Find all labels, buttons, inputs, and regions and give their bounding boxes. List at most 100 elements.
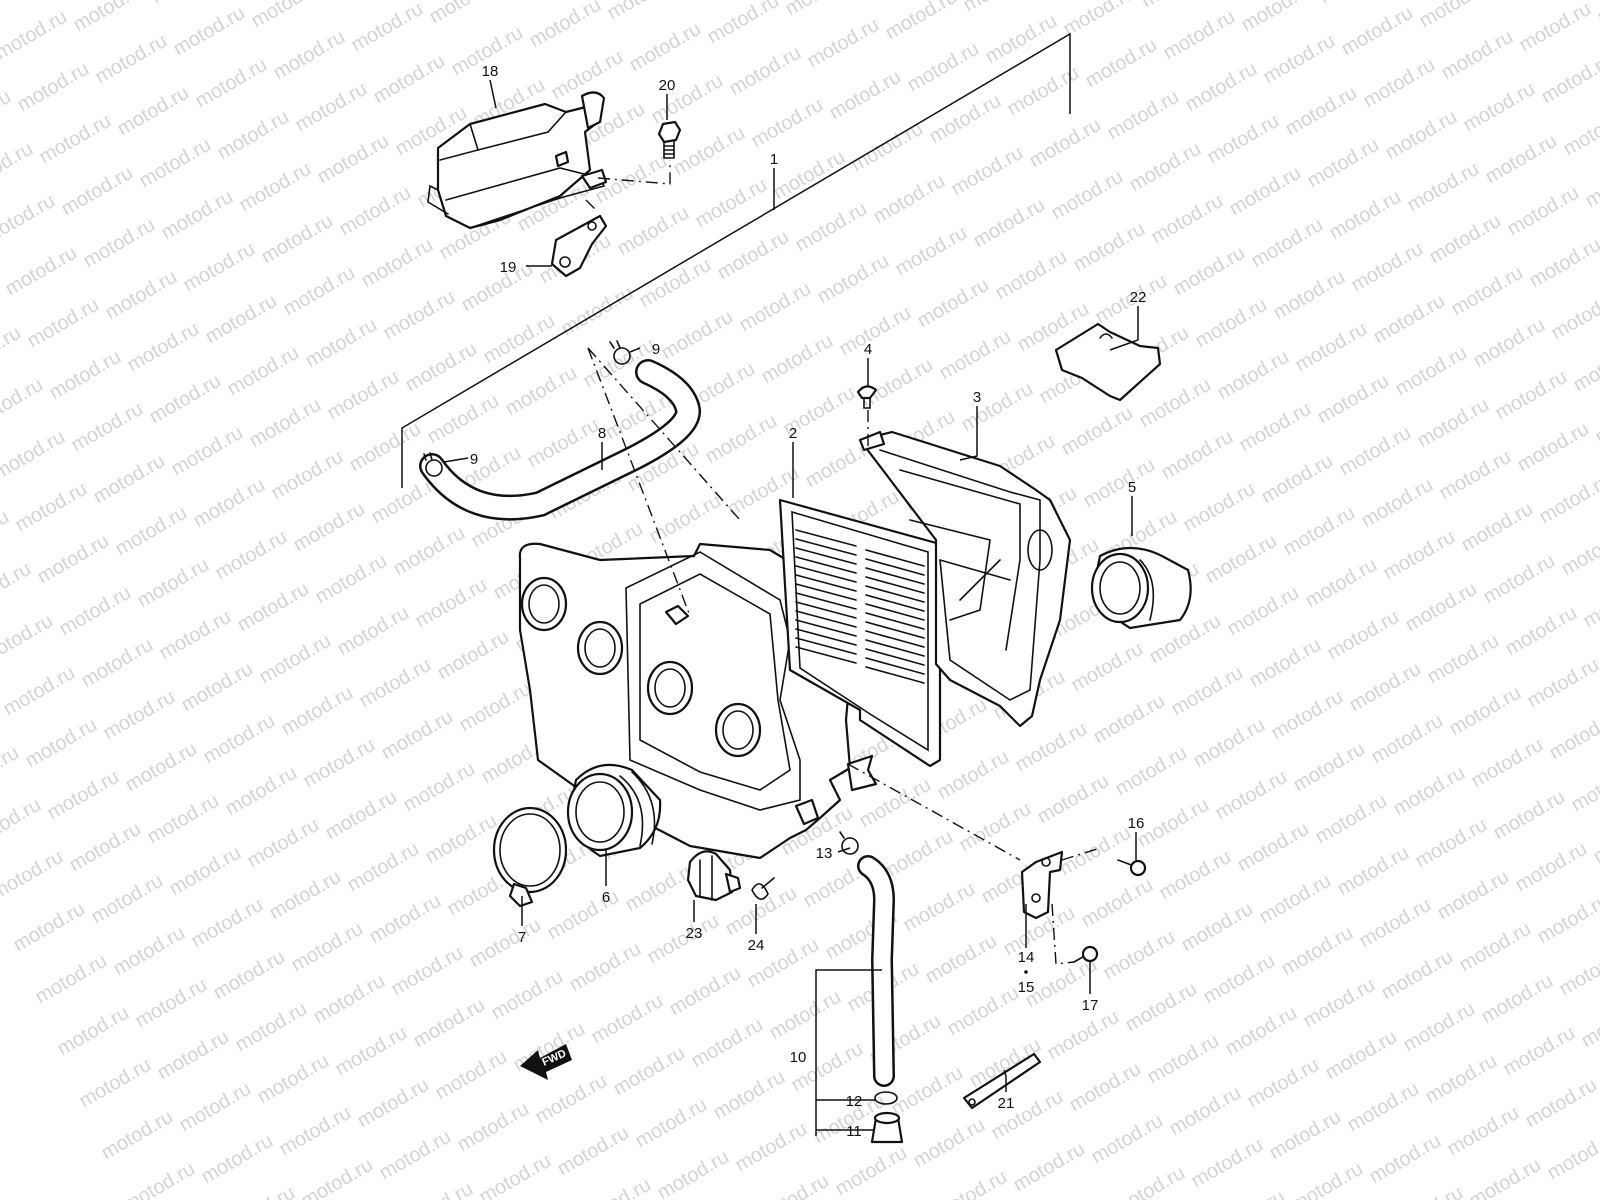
watermark-text: motod.ru bbox=[422, 810, 501, 869]
watermark-text: motod.ru bbox=[544, 886, 623, 945]
watermark-text: motod.ru bbox=[1304, 134, 1383, 193]
watermark-text: motod.ru bbox=[146, 370, 225, 429]
watermark-text: motod.ru bbox=[378, 706, 457, 765]
watermark-text: motod.ru bbox=[1134, 794, 1213, 853]
watermark-text: motod.ru bbox=[1466, 1154, 1545, 1200]
callout-2: 2 bbox=[789, 425, 797, 442]
watermark-text: motod.ru bbox=[1280, 502, 1359, 561]
watermark-text: motod.ru bbox=[102, 266, 181, 325]
watermark-text: motod.ru bbox=[34, 530, 113, 589]
watermark-text: motod.ru bbox=[1578, 994, 1600, 1053]
watermark-text: motod.ru bbox=[632, 1094, 711, 1153]
part-8-breather-hose bbox=[419, 359, 701, 521]
watermark-text: motod.ru bbox=[1594, 0, 1600, 28]
callout-3: 3 bbox=[973, 389, 981, 406]
part-14-bracket bbox=[1020, 850, 1064, 920]
watermark-text: motod.ru bbox=[754, 1170, 833, 1200]
watermark-text: motod.ru bbox=[232, 998, 311, 1057]
watermark-text: motod.ru bbox=[366, 890, 445, 949]
filter-pleat bbox=[865, 657, 925, 675]
watermark-text: motod.ru bbox=[336, 182, 415, 241]
watermark-text: motod.ru bbox=[1580, 574, 1600, 633]
watermark-text: motod.ru bbox=[14, 58, 93, 117]
watermark-text: motod.ru bbox=[1388, 1182, 1467, 1200]
callout-11: 11 bbox=[846, 1123, 862, 1140]
watermark-text: motod.ru bbox=[782, 0, 861, 20]
watermark-text: motod.ru bbox=[300, 734, 379, 793]
part-3-air-cleaner-cover bbox=[858, 430, 1072, 728]
watermark-text: motod.ru bbox=[1490, 786, 1569, 845]
filter-pleat bbox=[865, 666, 925, 684]
watermark-text: motod.ru bbox=[704, 0, 783, 48]
watermark-text: motod.ru bbox=[932, 1166, 1011, 1200]
watermark-text: motod.ru bbox=[1248, 214, 1327, 273]
part-2-air-filter-element bbox=[778, 498, 942, 768]
part-10-drain-hose bbox=[857, 855, 896, 1087]
watermark-text: motod.ru bbox=[1080, 454, 1159, 513]
watermark-text: motod.ru bbox=[488, 966, 567, 1025]
watermark-text: motod.ru bbox=[1402, 578, 1481, 637]
watermark-text: motod.ru bbox=[1256, 870, 1335, 929]
watermark-text: motod.ru bbox=[1448, 262, 1527, 321]
watermark-text: motod.ru bbox=[256, 630, 335, 689]
watermark-text: motod.ru bbox=[1522, 1074, 1600, 1133]
watermark-text: motod.ru bbox=[1356, 894, 1435, 953]
part-23-cap bbox=[686, 850, 742, 902]
callout-6: 6 bbox=[602, 889, 610, 906]
watermark-text: motod.ru bbox=[1426, 210, 1505, 269]
watermark-text: motod.ru bbox=[982, 10, 1061, 69]
watermark-text: motod.ru bbox=[788, 1038, 867, 1097]
watermark-text: motod.ru bbox=[1478, 970, 1557, 1029]
watermark-text: motod.ru bbox=[1504, 182, 1583, 241]
watermark-text: motod.ru bbox=[200, 710, 279, 769]
watermark-text: motod.ru bbox=[400, 758, 479, 817]
watermark-text: motod.ru bbox=[278, 682, 357, 741]
callout-labels: 1 2 3 4 5 6 7 8 9 9 10 11 12 13 14 15 16… bbox=[470, 63, 1147, 1140]
watermark-text: motod.ru bbox=[1482, 130, 1561, 189]
watermark-text: motod.ru bbox=[144, 790, 223, 849]
watermark-text: motod.ru bbox=[814, 250, 893, 309]
watermark-text: motod.ru bbox=[1144, 1030, 1223, 1089]
watermark-text: motod.ru bbox=[154, 1026, 233, 1085]
watermark-text: motod.ru bbox=[80, 214, 159, 273]
watermark-text: motod.ru bbox=[1082, 34, 1161, 93]
watermark-text: motod.ru bbox=[610, 1042, 689, 1101]
part-13-hose-clamp bbox=[839, 831, 859, 855]
watermark-text: motod.ru bbox=[1458, 498, 1537, 557]
watermark-text: motod.ru bbox=[892, 222, 971, 281]
watermark-text: motod.ru bbox=[122, 738, 201, 797]
watermark-text: motod.ru bbox=[588, 990, 667, 1049]
watermark-text: motod.ru bbox=[0, 690, 1, 749]
leader-lines bbox=[443, 79, 1139, 1136]
watermark-text: motod.ru bbox=[1346, 658, 1425, 717]
part-21-strap bbox=[962, 1052, 1042, 1110]
watermark-text: motod.ru bbox=[1012, 718, 1091, 777]
watermark-text: motod.ru bbox=[0, 190, 59, 249]
watermark-text: motod.ru bbox=[290, 498, 369, 557]
filter-pleat bbox=[865, 567, 925, 585]
watermark-text: motod.ru bbox=[1078, 874, 1157, 933]
watermark-text: motod.ru bbox=[176, 1078, 255, 1137]
watermark-text: motod.ru bbox=[1412, 814, 1491, 873]
watermark-text: motod.ru bbox=[646, 490, 725, 549]
watermark-text: motod.ru bbox=[1058, 402, 1137, 461]
watermark-text: motod.ru bbox=[1214, 346, 1293, 405]
watermark-text: motod.ru bbox=[1302, 554, 1381, 613]
watermark-text: motod.ru bbox=[732, 1118, 811, 1177]
watermark-text: motod.ru bbox=[1060, 0, 1139, 40]
part-9-clamp-upper bbox=[609, 340, 631, 365]
watermark-text: motod.ru bbox=[736, 278, 815, 337]
filter-pleat bbox=[795, 601, 857, 619]
watermark-text: motod.ru bbox=[1556, 942, 1600, 1001]
watermark-text: motod.ru bbox=[554, 1122, 633, 1181]
watermark-text: motod.ru bbox=[626, 18, 705, 77]
watermark-text: motod.ru bbox=[1382, 106, 1461, 165]
watermark-text: motod.ru bbox=[832, 1142, 911, 1200]
watermark-text: motod.ru bbox=[948, 142, 1027, 201]
watermark-text: motod.ru bbox=[770, 146, 849, 205]
watermark-text: motod.ru bbox=[1180, 478, 1259, 537]
callout-1: 1 bbox=[770, 151, 778, 168]
watermark-text: motod.ru bbox=[270, 26, 349, 85]
filter-pleat bbox=[865, 630, 925, 648]
watermark-text: motod.ru bbox=[766, 986, 845, 1045]
